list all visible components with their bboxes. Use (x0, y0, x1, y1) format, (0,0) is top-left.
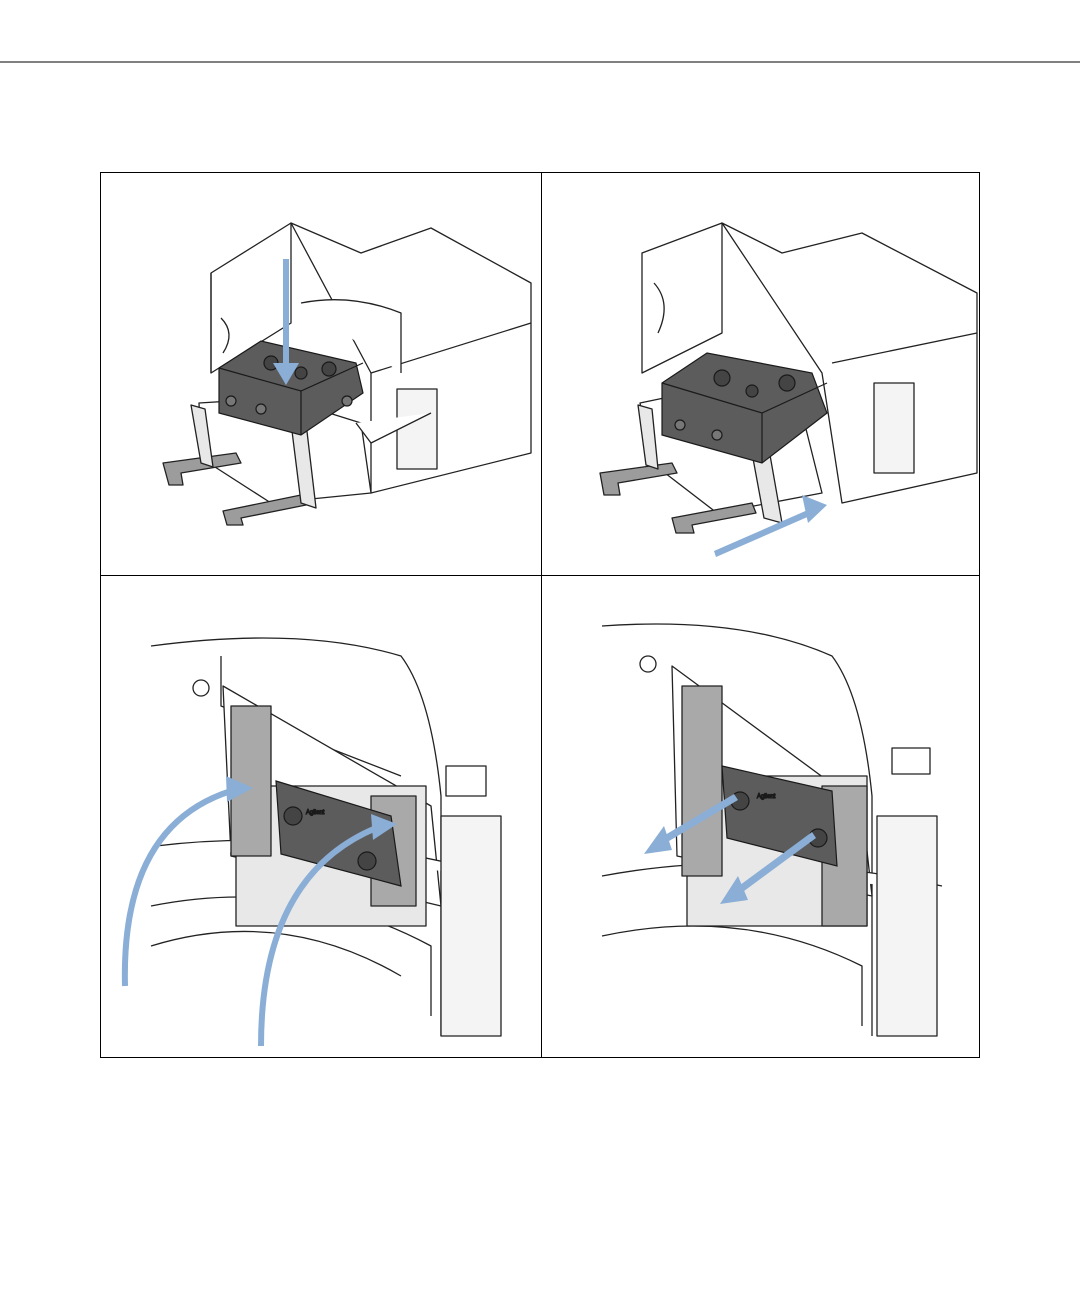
illustration-close-latches: Agilent (101, 576, 541, 1057)
page-top-rule (0, 0, 1080, 70)
svg-text:Agilent: Agilent (757, 794, 776, 800)
illustration-slide-holder-in (542, 173, 979, 575)
panel-insert-cartridge (101, 173, 541, 575)
curved-arrow-icon (125, 791, 231, 986)
panel-close-latches: Agilent (101, 576, 541, 1057)
panel-slide-holder-in (542, 173, 979, 575)
illustration-insert-cartridge (101, 173, 541, 575)
panel-connect-capillaries: Agilent (542, 576, 979, 1057)
svg-text:Agilent: Agilent (306, 810, 325, 816)
illustration-connect-capillaries: Agilent (542, 576, 979, 1057)
figure-grid: Agilent (100, 172, 980, 1058)
